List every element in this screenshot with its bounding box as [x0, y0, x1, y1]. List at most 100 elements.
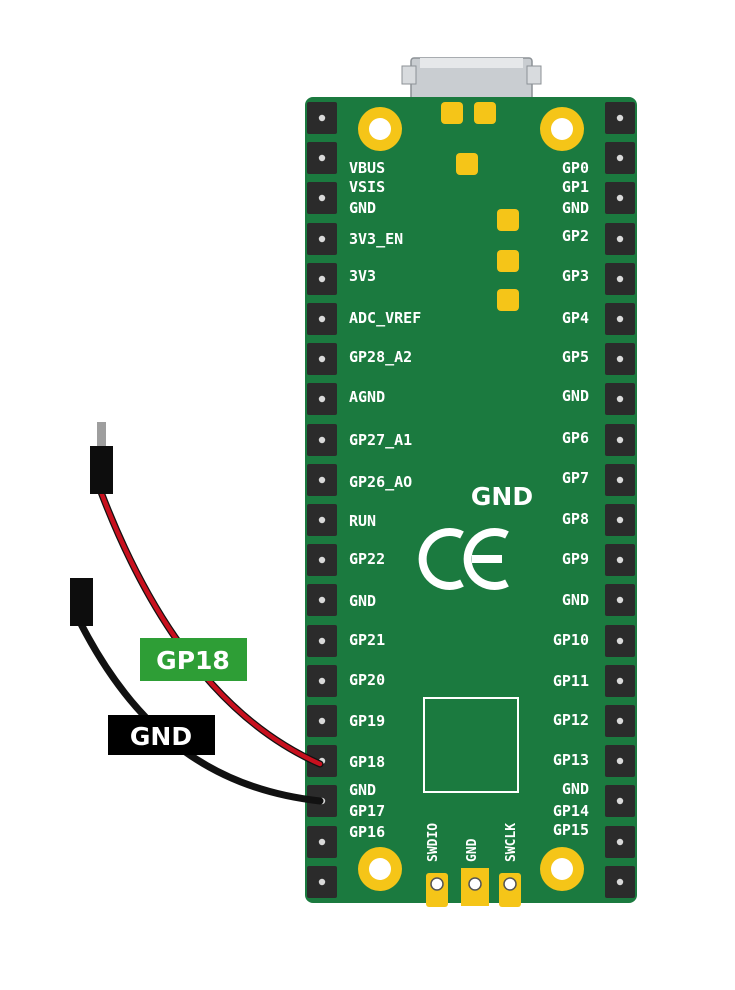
- right-pin-hole-15: [616, 677, 624, 685]
- left-pin-label-11: RUN: [349, 512, 376, 530]
- right-pin-hole-16: [616, 717, 624, 725]
- right-pin-hole-18: [616, 797, 624, 805]
- right-pin-hole-3: [616, 194, 624, 202]
- right-pin-hole-20: [616, 878, 624, 886]
- left-pin-label-4: 3V3_EN: [349, 230, 403, 248]
- left-pin-hole-9: [318, 436, 326, 444]
- left-pin-label-12: GP22: [349, 550, 385, 568]
- right-pin-label-16: GP12: [553, 711, 589, 729]
- right-pin-label-9: GP6: [562, 429, 589, 447]
- left-pin-hole-6: [318, 315, 326, 323]
- debug-labels: SWDIO GND SWCLK: [426, 823, 519, 862]
- left-pin-hole-2: [318, 154, 326, 162]
- right-pin-label-4: GP2: [562, 227, 589, 245]
- right-pin-label-18: GND: [562, 780, 589, 798]
- left-pin-hole-5: [318, 275, 326, 283]
- ground-wire: [70, 578, 324, 805]
- right-pin-hole-7: [616, 355, 624, 363]
- right-pin-label-15: GP11: [553, 672, 589, 690]
- debug-pads: [426, 868, 521, 907]
- gnd-tag-label: GND: [130, 722, 192, 751]
- left-pin-hole-19: [318, 838, 326, 846]
- right-pin-hole-12: [616, 556, 624, 564]
- left-pin-label-1: VBUS: [349, 159, 385, 177]
- left-pin-label-15: GP20: [349, 671, 385, 689]
- left-pin-label-14: GP21: [349, 631, 385, 649]
- usb-connector: [401, 57, 542, 103]
- right-pin-label-20: GP15: [553, 821, 589, 839]
- right-pin-hole-1: [616, 114, 624, 122]
- right-pin-hole-11: [616, 516, 624, 524]
- right-pin-label-1: GP0: [562, 159, 589, 177]
- left-pin-label-17: GP18: [349, 753, 385, 771]
- right-pin-hole-9: [616, 436, 624, 444]
- right-pin-hole-5: [616, 275, 624, 283]
- left-pin-label-16: GP19: [349, 712, 385, 730]
- left-pin-hole-15: [318, 677, 326, 685]
- right-pin-label-6: GP4: [562, 309, 589, 327]
- right-pin-label-12: GP9: [562, 550, 589, 568]
- left-pin-hole-20: [318, 878, 326, 886]
- left-pin-label-6: ADC_VREF: [349, 309, 421, 327]
- debug-label-swdio: SWDIO: [426, 823, 441, 862]
- right-pin-label-13: GND: [562, 591, 589, 609]
- center-gnd-label: GND: [471, 482, 533, 511]
- right-pin-label-5: GP3: [562, 267, 589, 285]
- left-pin-label-19: GP17: [349, 802, 385, 820]
- right-pin-hole-10: [616, 476, 624, 484]
- right-pin-label-7: GP5: [562, 348, 589, 366]
- right-pin-hole-14: [616, 637, 624, 645]
- right-pin-label-3: GND: [562, 199, 589, 217]
- right-pin-hole-8: [616, 395, 624, 403]
- left-pin-hole-14: [318, 637, 326, 645]
- right-pin-hole-4: [616, 235, 624, 243]
- left-pin-hole-7: [318, 355, 326, 363]
- left-pin-header: [307, 102, 337, 898]
- left-pin-hole-13: [318, 596, 326, 604]
- left-pin-hole-3: [318, 194, 326, 202]
- right-pin-hole-13: [616, 596, 624, 604]
- left-pin-label-18: GND: [349, 781, 376, 799]
- mounting-holes: [358, 107, 584, 891]
- left-pin-label-2: VSIS: [349, 178, 385, 196]
- right-pin-label-11: GP8: [562, 510, 589, 528]
- right-pin-label-8: GND: [562, 387, 589, 405]
- left-pin-hole-1: [318, 114, 326, 122]
- right-pin-label-14: GP10: [553, 631, 589, 649]
- right-pin-hole-2: [616, 154, 624, 162]
- test-pads: [441, 102, 519, 311]
- left-pin-label-20: GP16: [349, 823, 385, 841]
- ce-mark-icon: [418, 528, 509, 590]
- right-pin-header: [605, 102, 635, 898]
- left-pin-hole-12: [318, 556, 326, 564]
- gp18-tag-label: GP18: [156, 646, 230, 675]
- left-pin-hole-8: [318, 395, 326, 403]
- left-pin-hole-10: [318, 476, 326, 484]
- right-pin-hole-17: [616, 757, 624, 765]
- signal-wire: [90, 422, 324, 768]
- debug-label-gnd: GND: [465, 838, 480, 862]
- pico-board: [305, 97, 637, 903]
- right-pin-hole-19: [616, 838, 624, 846]
- left-pin-label-10: GP26_AO: [349, 473, 412, 491]
- left-pin-label-7: GP28_A2: [349, 348, 412, 366]
- gp18-wire-tag: GP18: [140, 638, 247, 681]
- left-pin-hole-4: [318, 235, 326, 243]
- left-pin-hole-11: [318, 516, 326, 524]
- left-pin-hole-16: [318, 717, 326, 725]
- debug-label-swclk: SWCLK: [504, 823, 519, 862]
- left-pin-label-8: AGND: [349, 388, 385, 406]
- left-pin-label-3: GND: [349, 199, 376, 217]
- left-pin-label-5: 3V3: [349, 267, 376, 285]
- right-pin-label-17: GP13: [553, 751, 589, 769]
- gnd-wire-tag: GND: [108, 715, 215, 755]
- left-pin-label-13: GND: [349, 592, 376, 610]
- chip-outline: [423, 697, 519, 793]
- right-pin-label-19: GP14: [553, 802, 589, 820]
- right-pin-label-10: GP7: [562, 469, 589, 487]
- right-pin-labels: GP0GP1GNDGP2GP3GP4GP5GNDGP6GP7GP8GP9GNDG…: [553, 159, 589, 839]
- right-pin-label-2: GP1: [562, 178, 589, 196]
- right-pin-hole-6: [616, 315, 624, 323]
